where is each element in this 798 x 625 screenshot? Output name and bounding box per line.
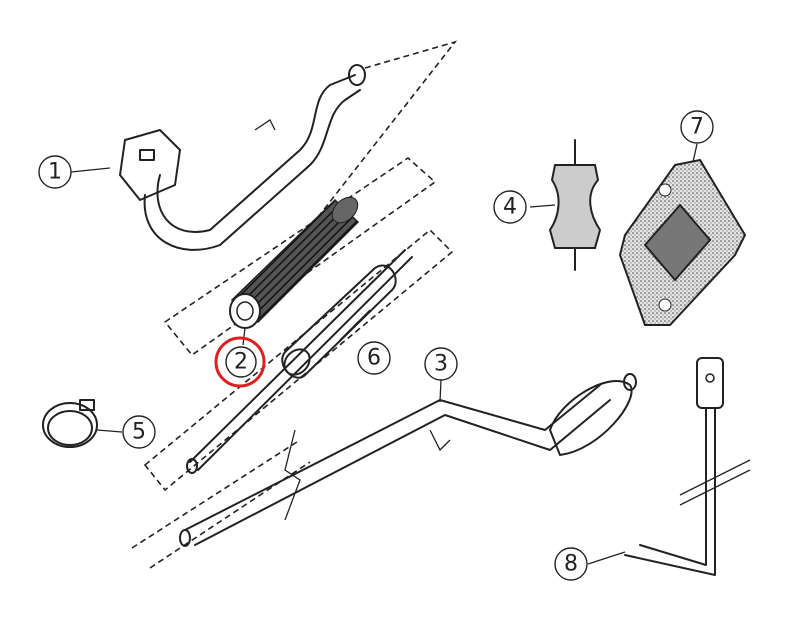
part-2-silencer-packing <box>163 156 437 357</box>
label-4: 4 <box>493 190 527 224</box>
part-7-flange-gasket <box>618 143 747 326</box>
label-number: 8 <box>564 552 578 577</box>
label-1: 1 <box>38 155 111 189</box>
label-number: 4 <box>503 195 517 220</box>
label-7: 7 <box>680 110 714 144</box>
part-5-clamp <box>42 399 123 448</box>
part-3-rear-silencer <box>131 373 637 569</box>
label-number: 6 <box>367 346 381 371</box>
label-6: 6 <box>357 341 391 375</box>
part-1-front-pipe <box>119 40 458 251</box>
label-5: 5 <box>122 415 156 449</box>
part-6-center-silencer <box>143 228 454 492</box>
part-8-hanger <box>587 357 751 576</box>
label-number: 1 <box>48 160 62 185</box>
label-number: 3 <box>434 352 448 377</box>
label-8: 8 <box>554 547 588 581</box>
part-4-rubber-mount <box>529 139 602 271</box>
label-number: 2 <box>234 350 248 375</box>
highlight-ring <box>214 336 266 388</box>
label-2: 2 <box>214 336 266 388</box>
label-3: 3 <box>424 347 458 403</box>
label-number: 5 <box>132 420 146 445</box>
label-number: 7 <box>690 115 704 140</box>
